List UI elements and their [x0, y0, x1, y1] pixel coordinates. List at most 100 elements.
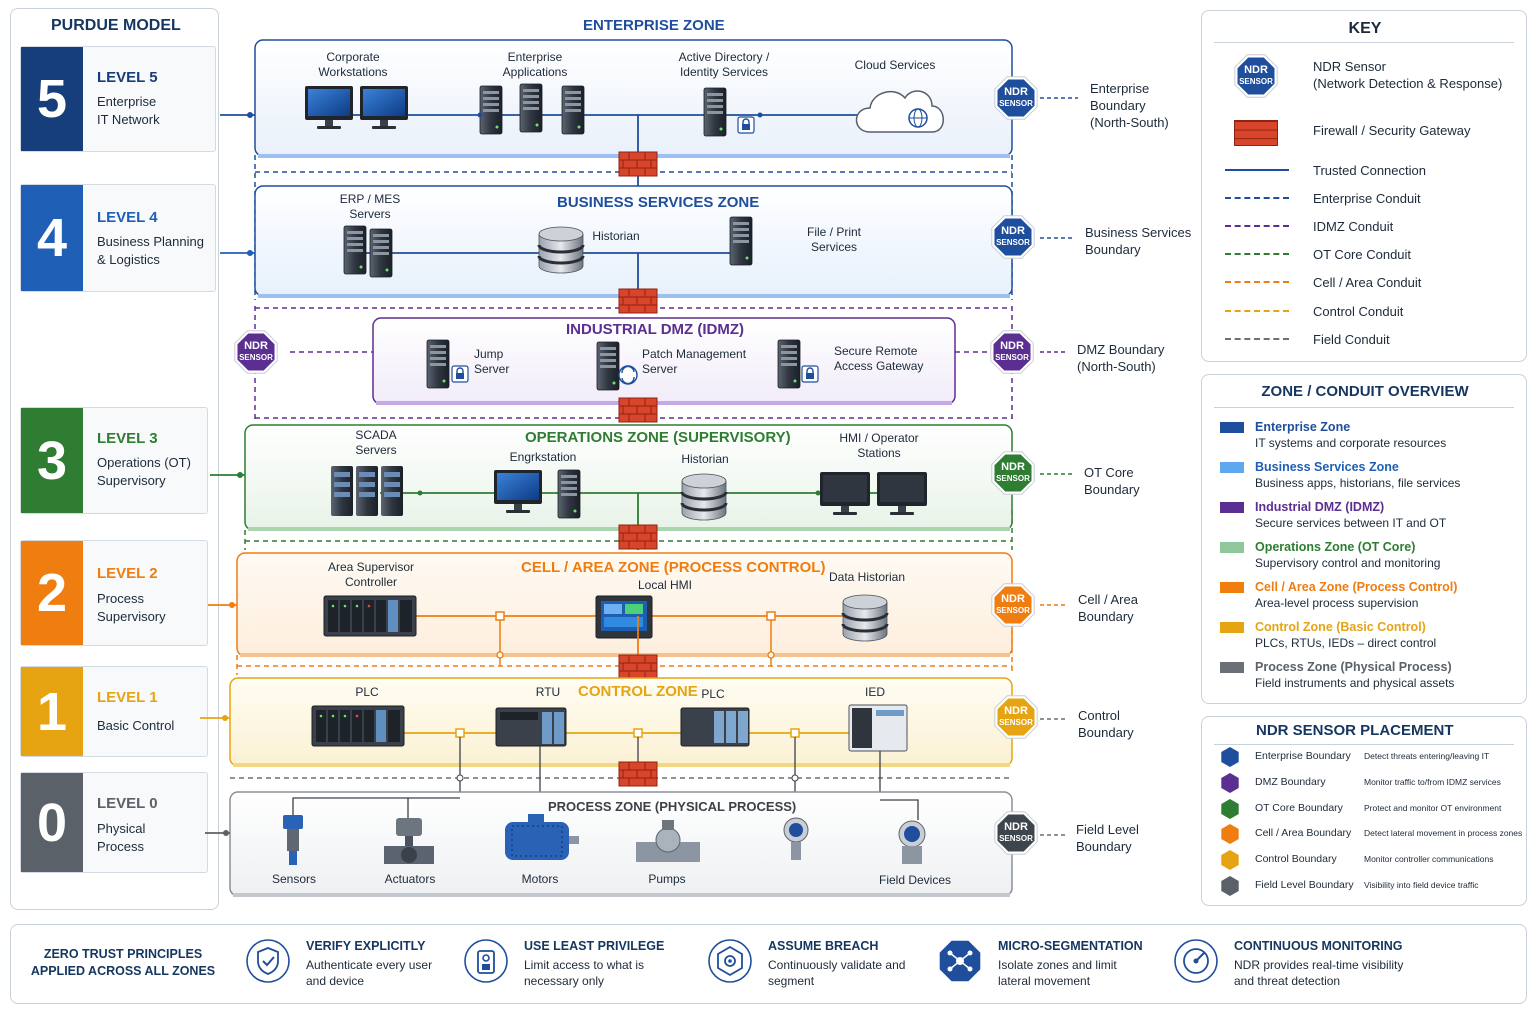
placement-name-0: Enterprise Boundary: [1255, 750, 1351, 762]
ndr-sensor-line2: SENSOR: [995, 353, 1029, 362]
key-label-7: Control Conduit: [1313, 304, 1404, 319]
overview-swatch-2: [1220, 502, 1244, 513]
data-historian-label: Data Historian: [828, 570, 906, 584]
overview-desc-1: Business apps, historians, file services: [1255, 476, 1461, 490]
key-line-dash-7: [1225, 310, 1289, 312]
key-line-solid-2: [1225, 169, 1289, 171]
level-0-label: LEVEL 0: [97, 795, 158, 812]
level-1-number: 1: [21, 667, 83, 756]
micro-segmentation-icon: [936, 937, 984, 985]
key-label-8: Field Conduit: [1313, 332, 1390, 347]
area-supervisor-label: Area Supervisor Controller: [327, 560, 415, 589]
erp-mes-label: ERP / MES Servers: [339, 192, 401, 221]
scada-servers-label: SCADA Servers: [355, 428, 397, 457]
monitoring-icon: [1172, 937, 1220, 985]
patch-management-label: Patch Management Server: [642, 347, 747, 376]
key-label-0: NDR Sensor (Network Detection & Response…: [1313, 59, 1503, 91]
enterprise-zone-title: ENTERPRISE ZONE: [583, 17, 725, 34]
architecture-diagram: [200, 39, 1078, 897]
key-divider: [1214, 42, 1514, 43]
ndr-sensor-icon: [990, 330, 1034, 374]
level-3-card: 3 LEVEL 3 Operations (OT) Supervisory: [20, 407, 208, 514]
key-label-5: OT Core Conduit: [1313, 247, 1412, 262]
level-1-card: 1 LEVEL 1 Basic Control: [20, 666, 208, 757]
control-zone-title: CONTROL ZONE: [578, 683, 698, 700]
ndr-sensor-line2: SENSOR: [996, 474, 1030, 483]
plc-2-label: PLC: [701, 687, 725, 701]
cloud-services-label: Cloud Services: [854, 58, 936, 72]
key-label-4: IDMZ Conduit: [1313, 219, 1394, 234]
zero-trust-item-title-3: MICRO-SEGMENTATION: [998, 939, 1143, 953]
overview-desc-4: Area-level process supervision: [1255, 596, 1419, 610]
ndr-sensor-line1: NDR: [244, 340, 268, 352]
level-5-label: LEVEL 5: [97, 69, 158, 86]
level-0-card: 0 LEVEL 0 Physical Process: [20, 772, 208, 873]
active-directory-label: Active Directory / Identity Services: [678, 50, 770, 79]
overview-swatch-1: [1220, 462, 1244, 473]
placement-desc-1: Monitor traffic to/from IDMZ services: [1364, 776, 1501, 787]
ndr-sensor-icon: [234, 330, 278, 374]
corporate-workstations-label: Corporate Workstations: [318, 50, 388, 79]
ot-core-boundary-label: OT Core Boundary: [1084, 465, 1140, 497]
overview-name-3: Operations Zone (OT Core): [1255, 540, 1416, 554]
overview-swatch-4: [1220, 582, 1244, 593]
operations-zone-title: OPERATIONS ZONE (SUPERVISORY): [525, 429, 791, 446]
overview-name-0: Enterprise Zone: [1255, 420, 1351, 434]
zone-overview-title: ZONE / CONDUIT OVERVIEW: [1261, 383, 1469, 400]
zone-overview-panel: ZONE / CONDUIT OVERVIEW: [1201, 374, 1527, 704]
level-3-number: 3: [21, 408, 83, 513]
level-5-card: 5 LEVEL 5 Enterprise IT Network: [20, 46, 216, 152]
least-privilege-icon: [462, 937, 510, 985]
placement-name-3: Cell / Area Boundary: [1255, 827, 1352, 840]
overview-swatch-3: [1220, 542, 1244, 553]
zero-trust-title: ZERO TRUST PRINCIPLES APPLIED ACROSS ALL…: [30, 947, 216, 978]
placement-hex-icon-4: [1219, 849, 1241, 871]
ndr-sensor-line1: NDR: [1000, 340, 1024, 352]
key-line-dash-5: [1225, 253, 1289, 255]
ndr-sensor-line2: SENSOR: [996, 238, 1030, 247]
ndr-sensor-line1: NDR: [1004, 821, 1028, 833]
key-label-2: Trusted Connection: [1313, 163, 1426, 178]
pumps-label: Pumps: [648, 872, 686, 886]
field-boundary-label: Field Level Boundary: [1076, 822, 1139, 854]
overview-swatch-5: [1220, 622, 1244, 633]
ndr-sensor-icon: [991, 583, 1035, 627]
cell-zone-title: CELL / AREA ZONE (PROCESS CONTROL): [521, 559, 826, 576]
business-zone-title: BUSINESS SERVICES ZONE: [557, 194, 760, 211]
key-label-3: Enterprise Conduit: [1313, 191, 1421, 206]
overview-name-5: Control Zone (Basic Control): [1255, 620, 1426, 634]
idmz-zone-title: INDUSTRIAL DMZ (IDMZ): [566, 321, 745, 338]
ndr-sensor-icon: [991, 215, 1035, 259]
placement-desc-4: Monitor controller communications: [1364, 854, 1494, 865]
level-4-card: 4 LEVEL 4 Business Planning & Logistics: [20, 184, 216, 292]
ndr-sensor-icon: [994, 811, 1038, 855]
ndr-sensor-icon: [994, 695, 1038, 739]
assume-breach-icon: [706, 937, 754, 985]
ndr-sensor-line1: NDR: [1001, 593, 1025, 605]
level-2-desc: Process Supervisory: [97, 591, 166, 624]
level-2-card: 2 LEVEL 2 Process Supervisory: [20, 540, 208, 646]
placement-hex-icon-0: [1219, 746, 1241, 768]
level-3-label: LEVEL 3: [97, 430, 158, 447]
key-ndr-line2: SENSOR: [1239, 77, 1273, 86]
rtu-label: RTU: [535, 685, 561, 699]
level-5-desc: Enterprise IT Network: [97, 94, 160, 127]
level-4-number: 4: [21, 185, 83, 291]
enterprise-boundary-label: Enterprise Boundary (North-South): [1090, 81, 1169, 130]
placement-desc-0: Detect threats entering/leaving IT: [1364, 751, 1490, 761]
key-line-dash-6: [1225, 281, 1289, 283]
sensor-device-icon: [283, 815, 303, 865]
jump-server-label: Jump Server: [474, 347, 510, 376]
ndr-sensor-line1: NDR: [1004, 86, 1028, 98]
ndr-sensor-line2: SENSOR: [999, 718, 1033, 727]
zero-trust-item-title-1: USE LEAST PRIVILEGE: [524, 939, 665, 953]
motor-device-icon: [505, 814, 579, 860]
sensors-label: Sensors: [271, 872, 317, 886]
level-2-label: LEVEL 2: [97, 565, 158, 582]
overview-swatch-0: [1220, 422, 1244, 433]
field-device-transmitter-icon: [898, 820, 926, 864]
